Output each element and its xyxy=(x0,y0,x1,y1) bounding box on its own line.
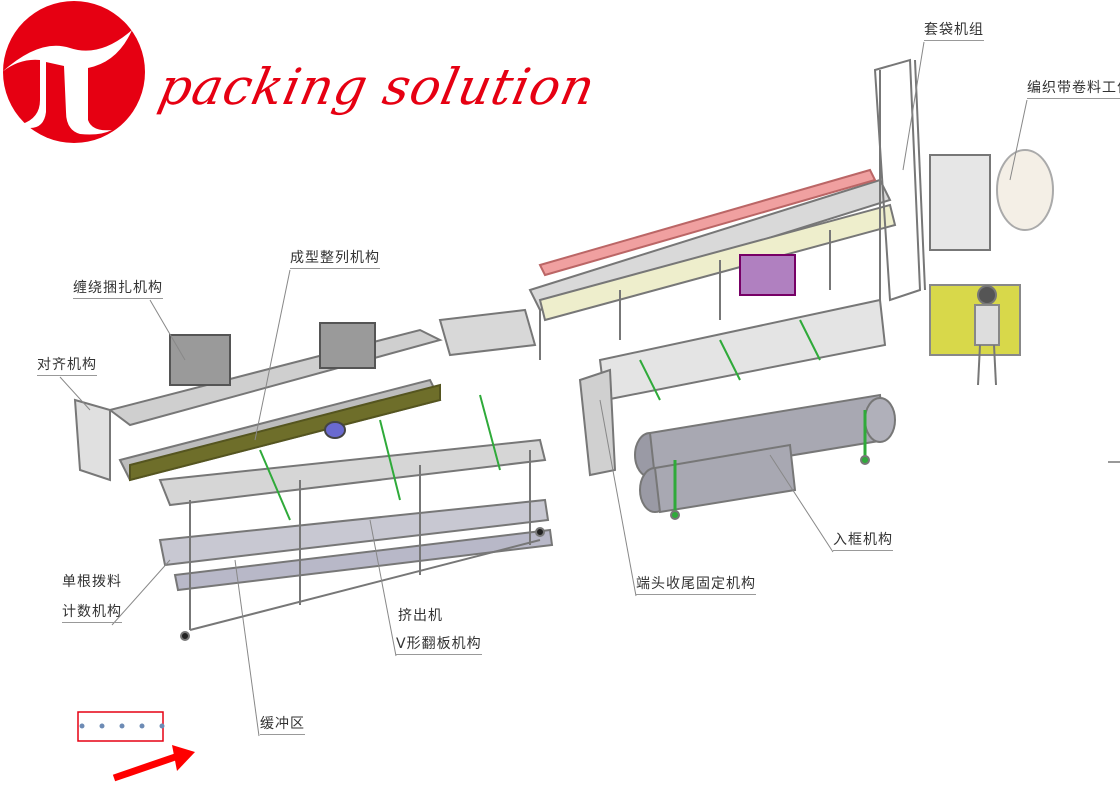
logo-brand-text: packing solution xyxy=(153,58,601,116)
label-framing: 入框机构 xyxy=(833,532,893,551)
left-production-line xyxy=(73,308,554,641)
dots-indicator xyxy=(77,711,165,742)
operator-figure xyxy=(974,285,1000,386)
label-extruder-2: V形翻板机构 xyxy=(396,636,482,655)
right-production-line xyxy=(528,58,1054,520)
label-buffer-zone: 缓冲区 xyxy=(260,716,305,735)
label-woven-tape-station: 编织带卷料工位 xyxy=(1027,80,1120,99)
label-extruder-1: 挤出机 xyxy=(398,608,443,624)
leader-lines xyxy=(59,41,1120,737)
label-bagging-unit: 套袋机组 xyxy=(924,22,984,41)
logo-icon xyxy=(2,1,145,143)
label-single-feed-1: 单根拨料 xyxy=(62,574,122,590)
label-single-feed-2: 计数机构 xyxy=(62,604,122,623)
label-forming-alignment: 成型整列机构 xyxy=(290,250,380,269)
label-wrapping-binding: 缠绕捆扎机构 xyxy=(73,280,163,299)
label-alignment: 对齐机构 xyxy=(37,357,97,376)
label-end-fixing: 端头收尾固定机构 xyxy=(636,576,756,595)
direction-arrow-icon xyxy=(112,745,195,782)
